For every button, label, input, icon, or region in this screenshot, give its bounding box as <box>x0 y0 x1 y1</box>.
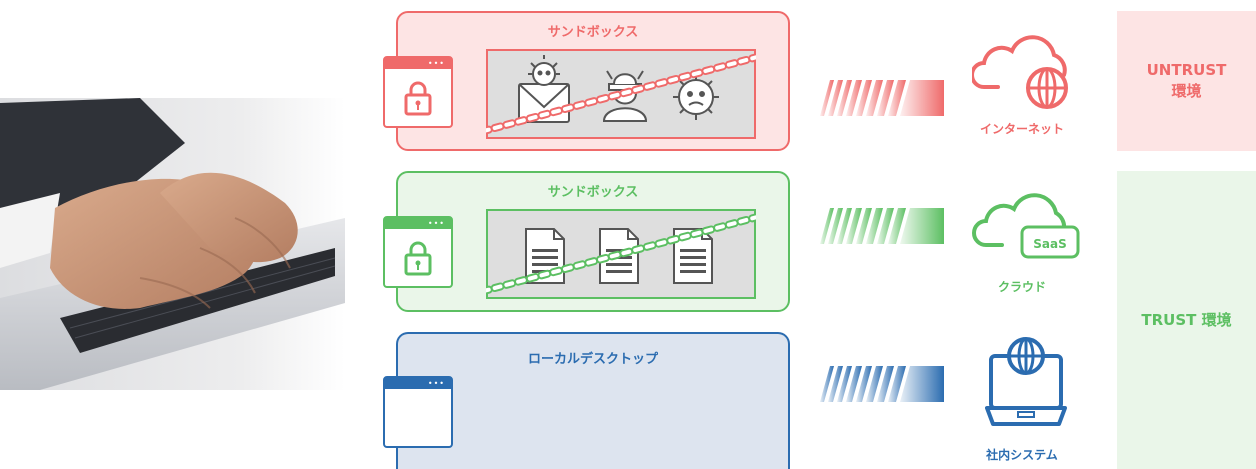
cloud-label: クラウド <box>997 280 1046 294</box>
chain-link <box>502 279 517 289</box>
chain-link <box>666 74 681 85</box>
chain-link <box>596 93 610 104</box>
chain-link <box>724 219 739 229</box>
globe-cloud-icon <box>972 35 1068 109</box>
chain-link <box>748 212 756 223</box>
internal-system-label: 社内システム <box>986 448 1058 462</box>
chain-link <box>514 116 528 126</box>
chain-link <box>490 282 505 293</box>
hacker-icon <box>602 70 648 122</box>
chain-link <box>736 215 751 226</box>
sandbox-trust-title: サンドボックス <box>547 185 639 200</box>
chain-link <box>584 257 599 267</box>
browser-window-icon: ••• <box>383 376 453 448</box>
monitor-globe-icon <box>985 337 1067 426</box>
chain-link <box>654 238 669 248</box>
connection-stripes-internal <box>820 366 944 402</box>
document-icons <box>486 212 756 296</box>
virus-icon <box>673 74 719 120</box>
chain-link <box>677 71 692 82</box>
chain-link <box>642 241 657 251</box>
untrust-environment-panel: UNTRUST 環境 <box>1117 11 1256 151</box>
malware-bug-icon <box>528 55 560 86</box>
chain-link <box>572 260 587 270</box>
saas-badge: SaaS <box>1033 237 1067 251</box>
chain-link <box>584 97 599 107</box>
untrust-label-line1: UNTRUST <box>1146 61 1227 79</box>
chain-link <box>654 78 669 88</box>
chain-barrier-icon <box>486 52 756 136</box>
sandbox-untrust-title: サンドボックス <box>547 25 639 40</box>
chain-link <box>736 55 751 66</box>
trust-label: TRUST 環境 <box>1141 310 1232 329</box>
chain-link <box>713 62 727 72</box>
browser-window-lock-icon: ••• <box>383 56 453 128</box>
internet-label: インターネット <box>979 122 1064 136</box>
chain-link <box>572 100 587 110</box>
connection-stripes-cloud <box>820 208 944 244</box>
chain-link <box>701 225 716 236</box>
local-desktop-box: ローカルデスクトップ <box>396 332 790 469</box>
laptop-typing-photo <box>0 98 345 390</box>
chain-link <box>689 68 704 79</box>
chain-link <box>502 119 517 129</box>
saas-cloud-icon <box>972 193 1080 259</box>
threat-icons <box>486 52 756 136</box>
chain-link <box>724 59 739 69</box>
chain-barrier-icon <box>486 212 756 296</box>
chain-link <box>514 276 528 286</box>
local-desktop-title: ローカルデスクトップ <box>527 352 658 367</box>
chain-link <box>748 52 756 63</box>
chain-link <box>642 81 657 91</box>
untrust-label-line2: 環境 <box>1171 82 1202 100</box>
chain-link <box>701 65 716 76</box>
chain-link <box>490 122 505 133</box>
connection-stripes-internet <box>820 80 944 116</box>
trust-environment-panel: TRUST 環境 <box>1117 171 1256 469</box>
chain-link <box>713 222 727 232</box>
browser-window-lock-icon: ••• <box>383 216 453 288</box>
